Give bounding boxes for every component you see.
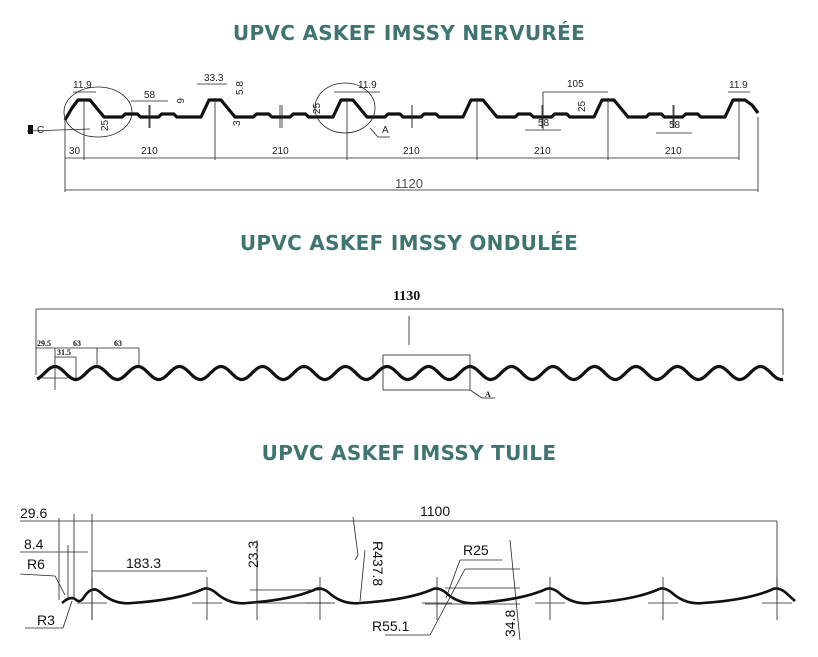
dim-rib-top-1: 11.9 xyxy=(73,80,92,91)
dim-total: 1120 xyxy=(395,176,423,191)
dim-r6: R6 xyxy=(27,556,45,572)
dim-pitch-1: 210 xyxy=(141,146,158,157)
dim-edge: 29.5 xyxy=(37,339,51,348)
title-tuile: UPVC ASKEF IMSSY TUILE xyxy=(261,441,557,465)
dim-pitch-2: 63 xyxy=(114,339,122,348)
tuile-profile xyxy=(61,587,796,605)
dim-minor-width-3: 58 xyxy=(669,120,681,131)
dim-edge: 29.6 xyxy=(20,505,47,521)
detail-c-label: C xyxy=(37,125,44,136)
dim-r437: R437.8 xyxy=(370,541,386,586)
dim-minor-width: 58 xyxy=(144,90,156,101)
dim-half-pitch: 105 xyxy=(567,79,584,90)
ondulee-dimension-lines xyxy=(35,308,784,399)
dim-r3: R3 xyxy=(37,612,55,628)
dim-pitch-1: 63 xyxy=(73,339,81,348)
dim-edge: 30 xyxy=(69,146,81,157)
dim-pitch-3: 210 xyxy=(403,146,420,157)
dim-pitch-2: 210 xyxy=(272,146,289,157)
title-ondulee: UPVC ASKEF IMSSY ONDULÉE xyxy=(239,231,579,255)
title-nervuree: UPVC ASKEF IMSSY NERVURÉE xyxy=(232,21,586,45)
dim-total: 1100 xyxy=(420,503,450,519)
detail-a-label: A xyxy=(382,125,389,136)
detail-c-marker xyxy=(28,125,33,134)
ondulee-drawing: 1130 29.5 63 63 31.5 A xyxy=(35,289,784,399)
nervuree-profile xyxy=(63,98,760,121)
dim-rib-height-2: 25 xyxy=(312,102,323,114)
dim-half-pitch: 31.5 xyxy=(57,348,71,357)
dim-lip: 8.4 xyxy=(24,536,44,552)
dim-minor-width-2: 58 xyxy=(538,118,550,129)
dim-pitch: 183.3 xyxy=(126,555,161,571)
dim-rib-top-3: 11.9 xyxy=(729,80,748,91)
dim-offset-58: 5.8 xyxy=(235,81,246,95)
dim-rib-top-2: 11.9 xyxy=(358,80,377,91)
ondulee-profile xyxy=(36,364,784,382)
dim-pitch-4: 210 xyxy=(534,146,551,157)
dim-rib-height-1: 25 xyxy=(100,119,111,131)
nervuree-dimension-lines xyxy=(26,82,759,192)
dim-offset-3: 3 xyxy=(232,120,243,126)
dim-minor-height: 6 xyxy=(174,98,185,104)
dim-height: 34.8 xyxy=(502,610,518,637)
dim-r25: R25 xyxy=(463,542,489,558)
dim-step: 23.3 xyxy=(245,541,261,568)
dim-rib-base: 33.3 xyxy=(204,73,224,84)
tuile-dimension-lines xyxy=(19,514,792,641)
dim-rib-height-3: 25 xyxy=(577,100,588,112)
dim-r551: R55.1 xyxy=(372,618,410,634)
tuile-drawing: 29.6 8.4 R6 R3 183.3 23.3 1100 R437.8 R2… xyxy=(19,503,796,641)
dim-total: 1130 xyxy=(393,289,420,304)
dim-pitch-5: 210 xyxy=(665,146,682,157)
nervuree-drawing: 11.9 58 6 33.3 5.8 3 25 25 11.9 A C 30 2… xyxy=(26,73,760,192)
detail-a-label: A xyxy=(485,390,491,399)
